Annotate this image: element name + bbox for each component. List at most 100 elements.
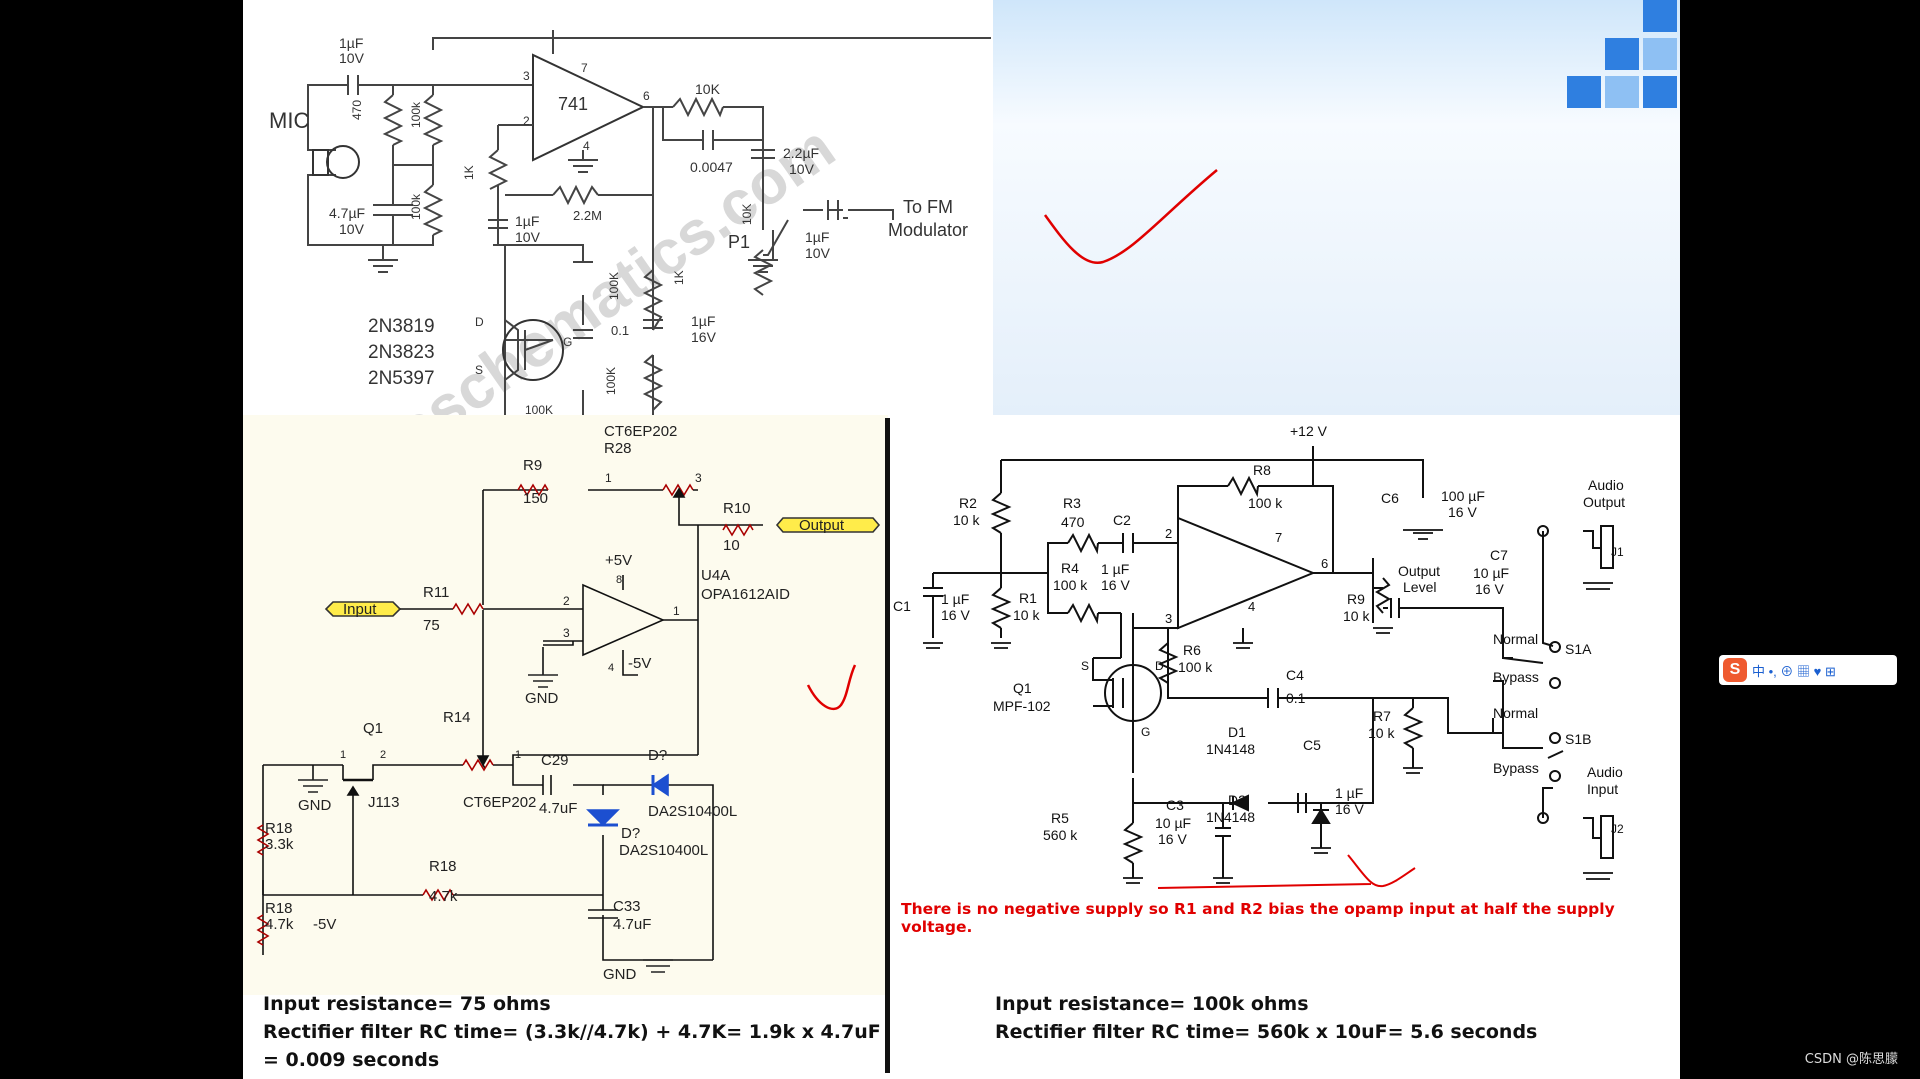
label-pin-8: 8 xyxy=(616,574,622,586)
label-c2-val-1: 1 µF xyxy=(1101,561,1129,577)
top-right-svg xyxy=(1043,0,1677,265)
label-normal-a: Normal xyxy=(1493,631,1538,647)
label-r11: R11 xyxy=(423,584,449,601)
label-out-level-1: Output xyxy=(1398,563,1440,579)
bias-note: There is no negative supply so R1 and R2… xyxy=(901,900,1615,936)
panel-divider xyxy=(885,418,890,1073)
csdn-watermark: CSDN @陈思朦 xyxy=(1804,1052,1898,1067)
label-r18b: R18 xyxy=(429,858,457,875)
label-gnd3: GND xyxy=(603,966,637,983)
label-r8: R8 xyxy=(1253,462,1271,478)
label-r-22m: 2.2M xyxy=(573,208,602,223)
label-r18c-val: 4.7k xyxy=(265,916,294,933)
label-r4: R4 xyxy=(1061,560,1079,576)
label-c3-val-2: 16 V xyxy=(1158,831,1187,847)
label-c6: C6 xyxy=(1381,490,1399,506)
label-d1: D? xyxy=(648,747,667,764)
label-r18c: R18 xyxy=(265,900,293,917)
caption-left-line-3: = 0.009 seconds xyxy=(263,1049,440,1071)
label-pin-6: 6 xyxy=(643,89,650,103)
label-pin-7: 7 xyxy=(1275,530,1282,545)
sogou-logo-icon[interactable]: S xyxy=(1723,658,1747,682)
caption-right-line-1: Input resistance= 100k ohms xyxy=(995,993,1309,1015)
label-output: Output xyxy=(799,517,845,534)
schematic-741-svg: roschematics.com xyxy=(307,30,991,415)
label-audio-in-2: Input xyxy=(1587,781,1618,797)
label-c-22-2: 10V xyxy=(789,161,815,177)
label-c1: C1 xyxy=(893,598,911,614)
label-r4-val: 100 k xyxy=(1053,577,1088,593)
ime-toolbar[interactable]: S 中 •, ⊕ ▦ ♥ ⊞ xyxy=(1719,655,1897,685)
label-c3: C3 xyxy=(1166,797,1184,813)
label-pin-2: 2 xyxy=(1165,526,1172,541)
label-r1-val: 10 k xyxy=(1013,607,1040,623)
label-fet-g: G xyxy=(563,335,572,349)
label-c-in-1: 1µF xyxy=(339,35,363,51)
label-pin-3b: 3 xyxy=(563,626,570,640)
slide: roschematics.com xyxy=(243,0,1680,1079)
label-r18b-val: 4.7k xyxy=(429,888,458,905)
label-r7: R7 xyxy=(1373,708,1391,724)
label-r7-val: 10 k xyxy=(1368,725,1395,741)
label-c2-val-2: 16 V xyxy=(1101,577,1130,593)
label-r6-val: 100 k xyxy=(1178,659,1213,675)
label-fet-2: 2N3823 xyxy=(368,342,435,363)
label-c-1uf-b-2: 10V xyxy=(515,229,541,245)
label-c-22-1: 2.2µF xyxy=(783,145,819,161)
label-u4a-part: OPA1612AID xyxy=(701,586,790,603)
label-audio-in-1: Audio xyxy=(1587,764,1623,780)
label-bypass-b: Bypass xyxy=(1493,760,1539,776)
label-r9: R9 xyxy=(523,457,542,474)
label-c4-val: 0.1 xyxy=(1286,690,1306,706)
label-r9: R9 xyxy=(1347,591,1365,607)
label-pot-name: P1 xyxy=(728,232,750,252)
label-u4a: U4A xyxy=(701,567,730,584)
label-pin-4: 4 xyxy=(583,139,590,153)
label-r10: R10 xyxy=(723,500,751,517)
label-r1: R1 xyxy=(1019,590,1037,606)
label-r-100k-a: 100k xyxy=(409,101,423,128)
ime-toolbar-items[interactable]: 中 •, ⊕ ▦ ♥ ⊞ xyxy=(1752,663,1836,679)
label-s1a: S1A xyxy=(1565,641,1592,657)
label-c33-val: 4.7uF xyxy=(613,916,651,933)
label-c4: C4 xyxy=(1286,667,1304,683)
label-c-1uf-b-1: 1µF xyxy=(515,213,539,229)
label-r10-val: 10 xyxy=(723,537,740,554)
label-c-16-2: 16V xyxy=(691,329,717,345)
label-opamp: 741 xyxy=(558,94,588,114)
label-pin-3: 3 xyxy=(1165,611,1172,626)
label-pin-7: 7 xyxy=(581,61,588,75)
label-c-0047: 0.0047 xyxy=(690,159,733,175)
label-mic: MIC xyxy=(269,108,309,133)
label-r5-val: 560 k xyxy=(1043,827,1078,843)
label-c5-val-1: 1 µF xyxy=(1335,785,1363,801)
label-pin-6: 6 xyxy=(1321,556,1328,571)
caption-left-line-2: Rectifier filter RC time= (3.3k//4.7k) +… xyxy=(263,1021,881,1043)
label-fet-1: 2N3819 xyxy=(368,316,435,337)
label-fet-d: D xyxy=(1155,659,1164,673)
label-pin-1a: 1 xyxy=(605,471,612,485)
caption-left-line-1: Input resistance= 75 ohms xyxy=(263,993,551,1015)
label-d1-part: DA2S10400L xyxy=(648,803,737,820)
label-input: Input xyxy=(343,601,377,618)
label-r6: R6 xyxy=(1183,642,1201,658)
label-r-1k-a: 1K xyxy=(462,165,476,180)
label-pin-1b: 1 xyxy=(673,604,680,618)
label-pot-top: R28 xyxy=(604,440,632,457)
label-c-in-2: 10V xyxy=(339,50,365,66)
label-d2: D2 xyxy=(1228,792,1246,808)
label-r-1k-b: 1K xyxy=(672,270,686,285)
label-d1-part: 1N4148 xyxy=(1206,741,1255,757)
label-r18a: R18 xyxy=(265,820,293,837)
label-gnd1: GND xyxy=(525,690,559,707)
label-audio-out-1: Audio xyxy=(1588,477,1624,493)
label-r-470: 470 xyxy=(350,100,364,120)
label-r3: R3 xyxy=(1063,495,1081,511)
label-r8-val: 100 k xyxy=(1248,495,1283,511)
label-pin-3a: 3 xyxy=(695,471,702,485)
label-c7: C7 xyxy=(1490,547,1508,563)
label-c-out-2: 10V xyxy=(805,245,831,261)
label-r-100k-e: 100K xyxy=(525,403,553,415)
label-d1: D1 xyxy=(1228,724,1246,740)
label-c-01: 0.1 xyxy=(611,323,629,338)
